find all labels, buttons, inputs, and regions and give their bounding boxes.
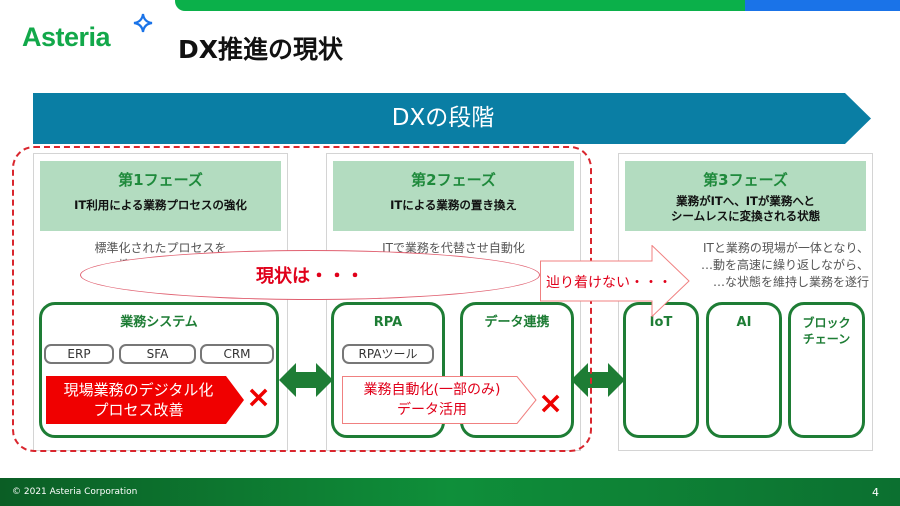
automation-callout <box>342 376 537 424</box>
tag-crm: CRM <box>200 344 274 364</box>
dx-stage-banner <box>33 93 871 144</box>
box-title: ブロック チェーン <box>802 316 851 346</box>
phase-subtitle: ITによる業務の置き換え <box>390 198 517 212</box>
phase-desc: 標準化されたプロセスを <box>94 241 227 255</box>
phase-title: 第1フェーズ <box>118 171 203 189</box>
double-arrow-icon <box>571 363 625 397</box>
top-accent-bar-green <box>175 0 747 11</box>
box-title: RPA <box>373 315 403 330</box>
callout-text: 業務自動化(一部のみ)データ活用 <box>363 382 501 418</box>
page-title: DX推進の現状 <box>178 35 344 64</box>
cannot-reach-arrow <box>540 245 690 317</box>
phase-desc: ITと業務の現場が一体となり、 <box>702 241 869 255</box>
phase-desc: …な状態を維持し業務を遂行 <box>712 275 869 289</box>
phase-desc: …動を高速に繰り返しながら、 <box>700 258 869 272</box>
cross-icon: × <box>246 380 272 415</box>
phase-title: 第2フェーズ <box>411 171 496 189</box>
current-state-ellipse <box>80 250 540 300</box>
top-accent-bar-blue <box>745 0 900 11</box>
copyright: © 2021 Asteria Corporation <box>12 487 138 497</box>
iot-box: IoT <box>623 302 699 438</box>
blockchain-box: ブロック チェーン <box>788 302 865 438</box>
box-title: データ連携 <box>484 315 550 330</box>
sparkle-icon <box>133 13 153 33</box>
box-title: AI <box>736 315 752 330</box>
phase-subtitle: IT利用による業務プロセスの強化 <box>74 198 247 212</box>
cross-icon: × <box>538 386 564 421</box>
page-number: 4 <box>872 486 879 499</box>
cannot-reach-label: 辿り着けない・・・ <box>546 275 672 291</box>
tag-rpa-tool: RPAツール <box>342 344 434 364</box>
ai-box: AI <box>706 302 782 438</box>
phase-title: 第3フェーズ <box>703 171 788 189</box>
logo: Asteria <box>22 13 153 53</box>
digitalization-callout <box>46 376 244 424</box>
footer-bar <box>0 478 900 506</box>
current-state-label: 現状は・・・ <box>256 266 364 287</box>
double-arrow-icon <box>279 363 333 397</box>
tag-erp: ERP <box>44 344 114 364</box>
box-title: IoT <box>649 315 673 330</box>
box-title: 業務システム <box>120 315 198 330</box>
tag-sfa: SFA <box>119 344 196 364</box>
callout-text: 現場業務のデジタル化プロセス改善 <box>63 381 214 419</box>
banner-label: DXの段階 <box>391 105 495 131</box>
phase-subtitle: 業務がITへ、ITが業務へと シームレスに変換される状態 <box>670 194 821 223</box>
phase-desc: ITで業務を代替させ自動化 <box>382 241 525 255</box>
